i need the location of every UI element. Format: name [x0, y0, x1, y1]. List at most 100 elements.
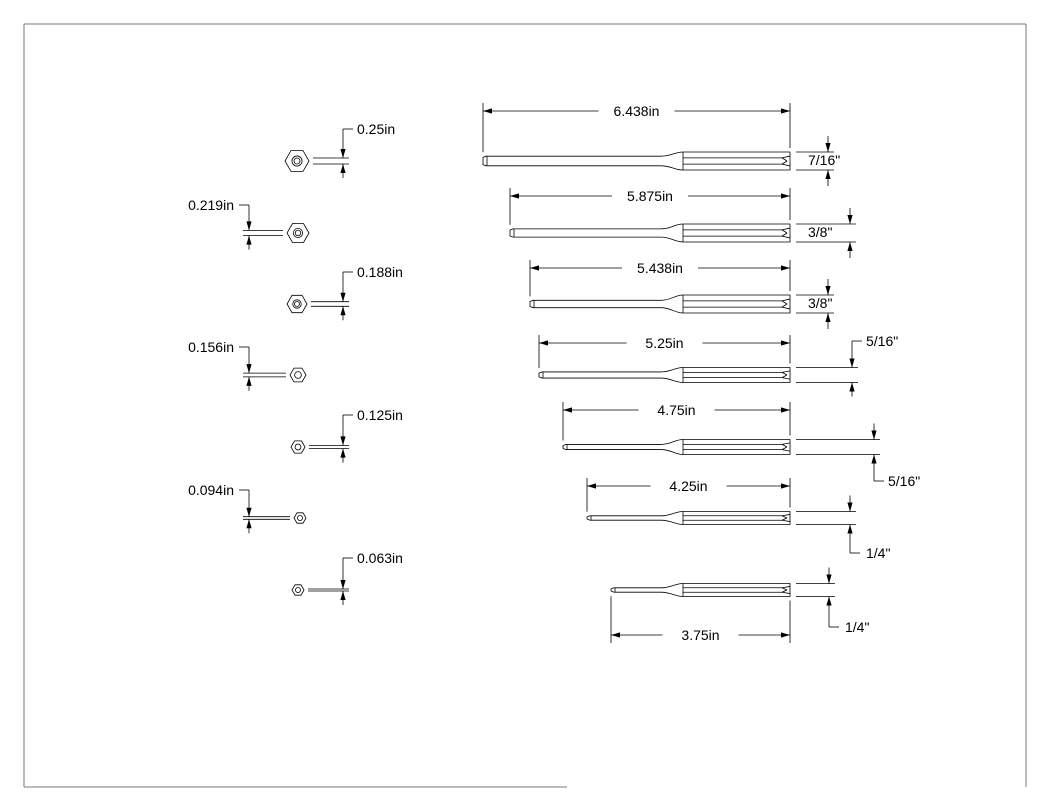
dimension-arrow: [563, 407, 572, 413]
hex-flat-line: [781, 514, 791, 517]
punch-5: 0.125in 4.75in 5/16": [290, 402, 920, 489]
dimension-arrow: [849, 358, 855, 368]
length-dimension: 3.75in: [610, 596, 791, 643]
punch-body: [610, 583, 791, 597]
length-dimension: 5.25in: [538, 335, 791, 368]
head-chamfer-line: [781, 444, 788, 448]
dimension-arrow: [587, 483, 596, 489]
head-chamfer-line: [781, 300, 788, 305]
dimension-arrow: [340, 591, 346, 600]
tip-inner-circle: [294, 229, 302, 237]
tip-diameter-label: 0.156in: [188, 339, 234, 355]
end-view: 0.25in: [284, 121, 395, 178]
shank-size-label: 3/8": [808, 224, 832, 240]
dimension-arrow: [340, 448, 346, 458]
hex-flat-line: [781, 586, 791, 589]
shank-dimension: 3/8": [796, 279, 834, 329]
dimension-arrow: [781, 108, 790, 114]
head-chamfer-line: [781, 372, 788, 376]
dimension-arrow: [781, 407, 790, 413]
dimension-arrow: [530, 265, 539, 271]
punch-body: [529, 294, 791, 314]
punch-4: 0.156in 5.25in 5/16": [188, 333, 898, 397]
dimension-arrow: [847, 242, 853, 251]
shank-dimension: 1/4": [796, 567, 869, 635]
end-view: 0.219in: [188, 197, 310, 250]
shank-size-label: 3/8": [808, 295, 832, 311]
dimension-arrow: [825, 286, 831, 295]
head-chamfer-line: [781, 515, 788, 519]
tip-diameter-label: 0.188in: [357, 264, 403, 280]
dimension-arrow: [246, 235, 252, 245]
shank-dimension: 5/16": [796, 333, 898, 397]
dimension-arrow: [781, 193, 790, 199]
dimension-arrow: [849, 382, 855, 392]
overall-length-label: 4.25in: [669, 478, 707, 494]
dimension-arrow: [340, 580, 346, 589]
dimension-arrow: [340, 164, 346, 173]
dimension-arrow: [340, 292, 346, 302]
hex-flat-line: [781, 227, 791, 231]
dimension-arrow: [246, 507, 252, 517]
tip-diameter-label: 0.094in: [188, 482, 234, 498]
hex-flat-line: [781, 370, 791, 373]
punch-views: 0.25in6.438in7/16"0.219in5.875in3/8"0.18…: [188, 103, 920, 643]
shank-dimension: 1/4": [796, 495, 890, 561]
hex-flat-line: [781, 163, 791, 167]
dimension-arrow: [539, 340, 548, 346]
length-dimension: 5.875in: [509, 188, 791, 225]
head-chamfer-line: [781, 232, 788, 237]
punch-body: [562, 439, 791, 455]
punch-body: [482, 151, 791, 171]
side-view: [610, 583, 791, 597]
shank-dimension: 7/16": [796, 136, 840, 186]
tip-diameter-label: 0.063in: [357, 550, 403, 566]
overall-length-label: 6.438in: [614, 103, 660, 119]
end-view: 0.188in: [286, 264, 403, 321]
overall-length-label: 5.875in: [627, 188, 673, 204]
dimension-arrow: [825, 143, 831, 152]
punch-2: 0.219in 5.875in 3/8": [188, 188, 856, 258]
shank-size-label: 7/16": [808, 152, 840, 168]
head-chamfer-line: [781, 517, 788, 521]
hex-flat-line: [781, 519, 791, 522]
punch-body: [509, 223, 791, 243]
tip-circle: [295, 587, 301, 593]
dimension-arrow: [871, 430, 877, 440]
dimension-arrow: [847, 524, 853, 534]
punch-1: 0.25in 6.438in 7/16": [284, 103, 840, 186]
side-view: [529, 294, 791, 314]
length-dimension: 4.25in: [586, 478, 791, 512]
tip-diameter-label: 0.219in: [188, 197, 234, 213]
tip-inner-circle: [294, 301, 300, 307]
end-view: 0.125in: [290, 407, 403, 463]
dimension-arrow: [483, 108, 492, 114]
dimension-arrow: [246, 364, 252, 374]
shank-size-label: 5/16": [888, 473, 920, 489]
punch-7: 0.063in 3.75in 1/4": [291, 550, 869, 643]
tip-diameter-label: 0.25in: [357, 121, 395, 137]
dimension-arrow: [825, 170, 831, 179]
overall-length-label: 3.75in: [681, 627, 719, 643]
hex-flat-line: [781, 155, 791, 159]
hex-flat-line: [781, 591, 791, 594]
head-chamfer-line: [781, 589, 788, 593]
punch-body: [538, 367, 791, 383]
hex-flat-line: [781, 449, 791, 452]
hex-flat-line: [781, 298, 791, 302]
dimension-arrow: [246, 519, 252, 529]
head-chamfer-line: [781, 446, 788, 450]
dimension-arrow: [611, 632, 620, 638]
dimension-arrow: [781, 483, 790, 489]
shank-dimension: 5/16": [796, 423, 920, 489]
dimension-arrow: [826, 596, 832, 606]
dimension-arrow: [781, 632, 790, 638]
length-dimension: 4.75in: [562, 402, 791, 441]
tip-circle: [294, 371, 302, 379]
side-view: [482, 151, 791, 171]
overall-length-label: 5.25in: [645, 335, 683, 351]
dimension-arrow: [246, 221, 252, 231]
dimension-arrow: [340, 436, 346, 446]
